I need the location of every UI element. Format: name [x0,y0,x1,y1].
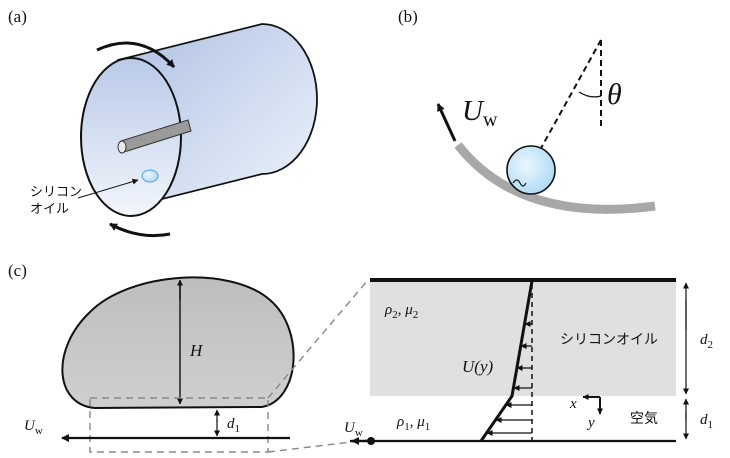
panel-b-label: (b) [398,7,418,26]
lower-properties: ρ1, μ1 [396,414,430,433]
pendulum-line [539,39,602,151]
oil-droplet [141,169,159,183]
droplet-ball [506,145,556,195]
rotating-wall [454,142,656,214]
zoom-connector-bottom [267,439,369,453]
oil-layer-label: シリコンオイル [560,332,658,348]
wall-velocity-label: Uw [462,95,498,131]
air-layer-label: 空気 [630,411,658,427]
zoom-source-box [89,397,269,453]
profile-arrows [486,321,532,436]
droplet-shape [61,276,295,410]
angle-arc [578,91,602,98]
panel-b: (b) Uw θ [398,7,656,214]
rotation-arrow-bottom [109,222,171,238]
angle-label: θ [607,78,622,111]
droplet-gap-label: d1 [227,416,240,435]
oil-label-line2: オイル [30,202,69,217]
rotation-arrow-top [96,41,176,69]
velocity-profile [479,280,534,442]
droplet-contact-wave [512,179,527,187]
panel-a-label: (a) [8,7,27,26]
x-axis-label: x [569,396,577,412]
zoom-connector-top [267,279,369,399]
panel-a: (a) シリコン オイル [8,7,318,238]
wall-velocity-arrow [436,103,457,142]
zoom-wall-velocity: Uw [344,420,363,439]
shaft-end [117,140,127,154]
profile-label: U(y) [462,357,493,376]
d2-label: d2 [700,332,713,351]
oil-label-line1: シリコン [30,185,82,200]
y-axis-label: y [586,415,595,431]
oil-leader-line [77,178,139,199]
d1-label: d1 [700,412,713,431]
panel-c-label: (c) [8,261,27,280]
height-label: H [189,341,204,360]
panel-c: (c) H Uw d1 Uw [8,261,713,453]
upper-properties: ρ2, μ2 [384,302,418,321]
droplet-wall-velocity: Uw [24,418,43,437]
